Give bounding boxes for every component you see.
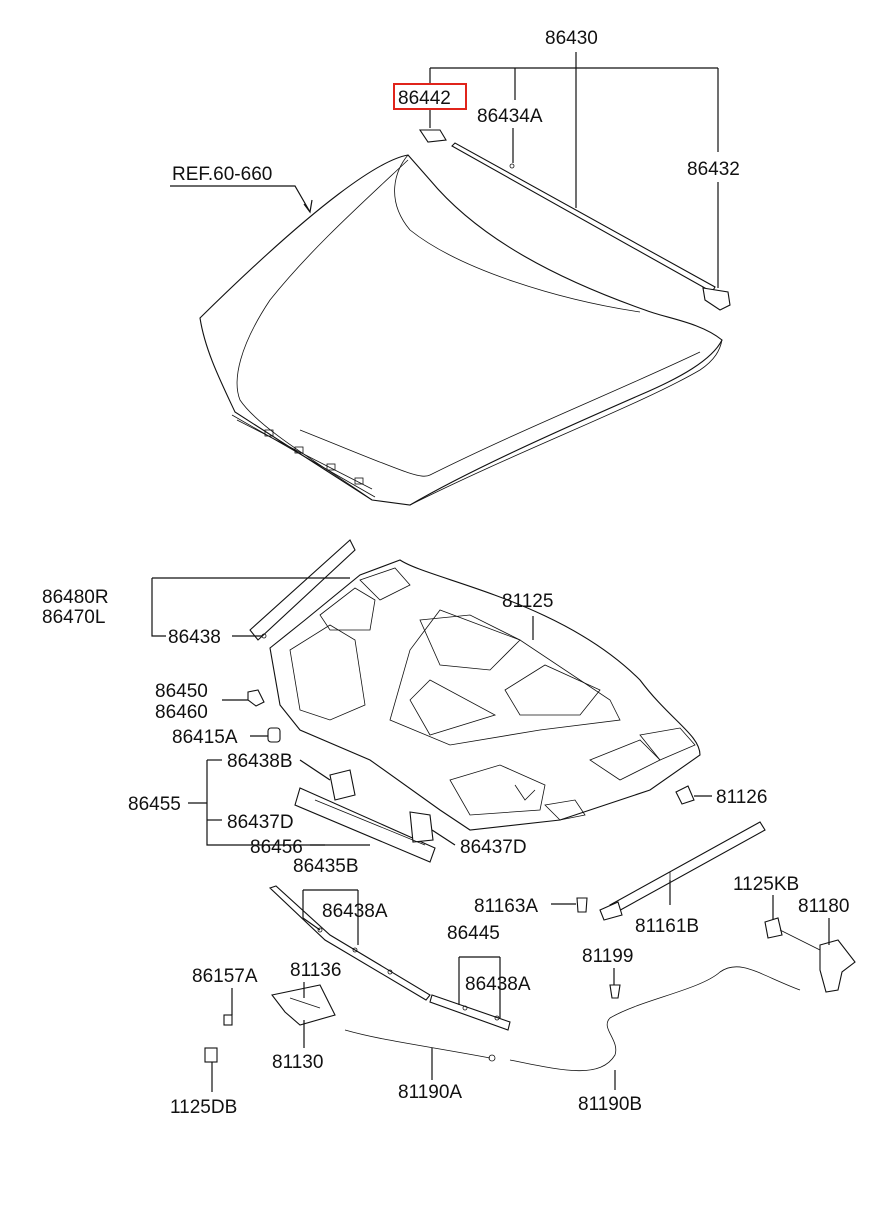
label-86438A-b[interactable]: 86438A — [465, 974, 531, 995]
label-86460[interactable]: 86460 — [155, 702, 208, 723]
label-86435B[interactable]: 86435B — [293, 856, 359, 877]
lower-seal-strip-icon — [429, 994, 511, 1031]
bolt-81163A-icon — [576, 897, 588, 913]
label-86438B[interactable]: 86438B — [227, 751, 293, 772]
label-81136[interactable]: 81136 — [290, 960, 341, 981]
label-81190B[interactable]: 81190B — [578, 1094, 642, 1115]
label-86437D-b[interactable]: 86437D — [460, 837, 527, 858]
highlight-box — [393, 83, 467, 110]
rubber-stopper-icon — [267, 727, 281, 743]
bumper-stop-icon — [247, 689, 265, 707]
label-81125[interactable]: 81125 — [502, 591, 553, 612]
label-81199[interactable]: 81199 — [582, 946, 633, 967]
label-ref-60-660[interactable]: REF.60-660 — [172, 164, 272, 185]
clip-81199-icon — [609, 984, 621, 999]
label-81130[interactable]: 81130 — [272, 1052, 323, 1073]
label-86456[interactable]: 86456 — [250, 837, 303, 858]
label-86455[interactable]: 86455 — [128, 794, 181, 815]
label-86442[interactable]: 86442 — [398, 88, 451, 109]
leader-lines-middle — [151, 577, 712, 846]
label-86432[interactable]: 86432 — [687, 159, 740, 180]
label-81180[interactable]: 81180 — [798, 896, 849, 917]
label-86434A[interactable]: 86434A — [477, 106, 543, 127]
part-labels: 86430 86442 86434A 86432 REF.60-660 8648… — [42, 28, 849, 1118]
hood-lift-strut-icon — [599, 821, 766, 921]
label-81190A[interactable]: 81190A — [398, 1082, 462, 1103]
release-cable-icon — [344, 966, 801, 1072]
hood-seal-strip-icon — [451, 142, 731, 311]
hood-panel-icon — [199, 154, 723, 506]
label-86438A-a[interactable]: 86438A — [322, 901, 388, 922]
label-86157A[interactable]: 86157A — [192, 966, 258, 987]
hood-insulator-pad-icon — [269, 559, 701, 831]
hood-latch-icon — [271, 984, 336, 1026]
label-1125KB[interactable]: 1125KB — [733, 874, 799, 895]
label-86470L[interactable]: 86470L — [42, 607, 105, 628]
side-seal-strip-icon — [249, 539, 356, 641]
hood-bumper-81126-icon — [675, 785, 695, 805]
hood-bracket-assembly-icon — [294, 769, 436, 863]
label-1125DB[interactable]: 1125DB — [170, 1097, 237, 1118]
label-86437D-a[interactable]: 86437D — [227, 812, 294, 833]
leader-lines-top — [170, 52, 719, 288]
release-handle-icon — [764, 917, 856, 993]
label-81126[interactable]: 81126 — [716, 787, 767, 808]
label-86415A[interactable]: 86415A — [172, 727, 238, 748]
label-81161B[interactable]: 81161B — [635, 916, 699, 937]
label-86430[interactable]: 86430 — [545, 28, 598, 49]
bolt-1125DB-icon — [204, 1047, 218, 1063]
label-86438[interactable]: 86438 — [168, 627, 221, 648]
label-86480R[interactable]: 86480R — [42, 587, 109, 608]
label-81163A[interactable]: 81163A — [474, 896, 538, 917]
label-86450[interactable]: 86450 — [155, 681, 208, 702]
front-seal-strip-icon — [268, 885, 431, 1001]
label-86445[interactable]: 86445 — [447, 923, 500, 944]
leader-lines-bottom — [211, 880, 830, 1092]
bolt-86157A-icon — [223, 1014, 233, 1026]
clip-86442-icon — [418, 129, 447, 143]
